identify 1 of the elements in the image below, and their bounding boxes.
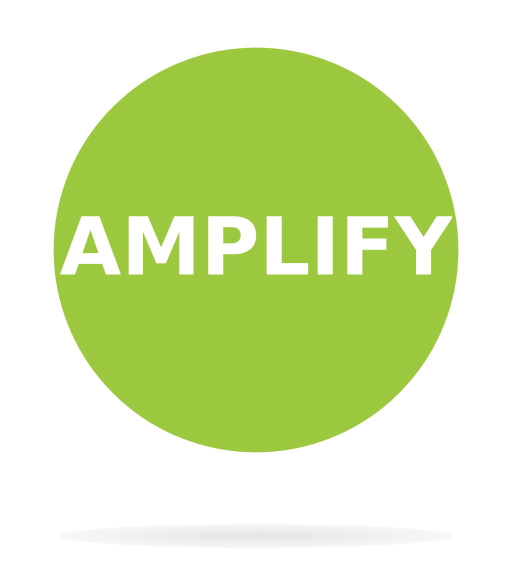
node-circle: AMPLIFY bbox=[54, 48, 458, 452]
